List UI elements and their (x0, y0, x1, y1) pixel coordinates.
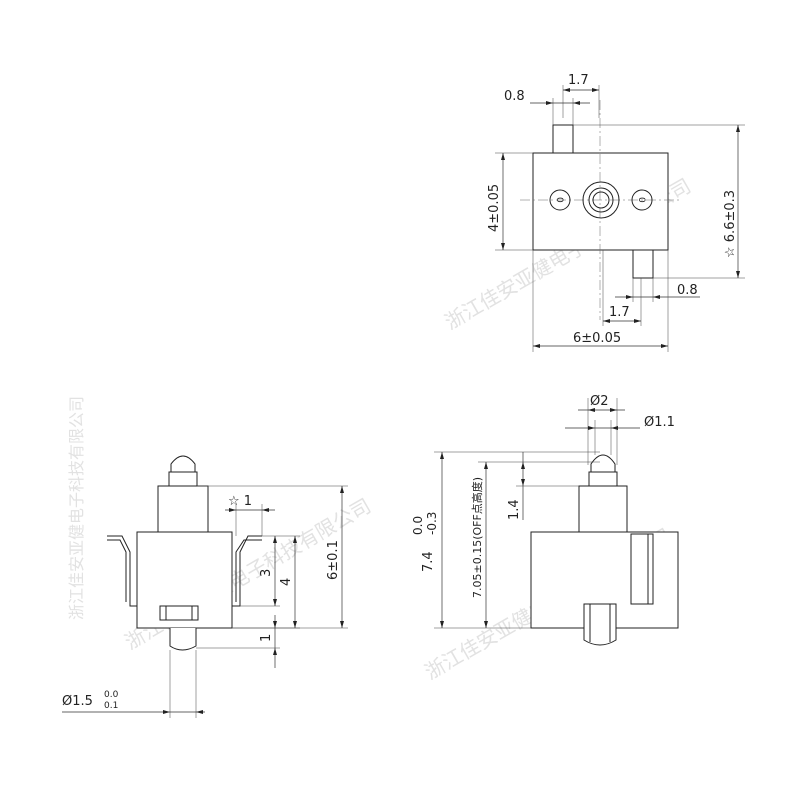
top-view-hole-left (549, 189, 571, 211)
front-view-dim-travel: 1.4 (507, 499, 522, 520)
side-view-dim-four: 4 (279, 578, 294, 586)
side-view-plunger-tip (170, 455, 196, 474)
top-view-pin-bottom (632, 249, 654, 279)
front-view-plunger-tip (590, 454, 616, 475)
top-view-dim-height-left: 4±0.05 (487, 184, 502, 232)
top-view-dim-pin-top: 0.8 (504, 89, 525, 104)
side-view-dim-lead-gap: ☆ 1 (228, 494, 252, 509)
front-view-dim-total-height: 7.4 (421, 551, 436, 572)
front-view-side-tab (630, 533, 654, 605)
top-view-dim-width-top: 1.7 (568, 73, 589, 88)
top-view-plunger-outer (582, 181, 620, 219)
top-view-hole-right-mark: 0 (636, 197, 646, 203)
top-view-dim-total-right: ☆ 6.6±0.3 (723, 190, 738, 258)
front-view-dim-off-height: 7.05±0.15(OFF点高度) (470, 477, 484, 598)
side-view-slot (159, 605, 199, 621)
side-view-dim-one: 1 (259, 634, 274, 642)
top-view-body (532, 152, 669, 251)
top-view-hole-right (631, 189, 653, 211)
side-view-dim-diameter: Ø1.5 (62, 694, 93, 709)
side-view-dim-diameter-tol-upper: 0.0 (104, 690, 119, 700)
top-view-plunger-mid (588, 187, 614, 213)
side-view-dim-six: 6±0.1 (326, 540, 341, 580)
top-view-plunger-inner (592, 191, 610, 209)
side-view-lead-right (232, 535, 262, 607)
side-view-bottom-pin (169, 628, 197, 651)
top-view: 0 0 1.7 0.8 4±0.05 ☆ 6.6±0.3 (487, 73, 745, 352)
top-view-dim-pin-bottom: 0.8 (677, 283, 698, 298)
front-view-dim-tip-dia: Ø1.1 (644, 415, 675, 430)
top-view-pin-top (552, 124, 574, 154)
side-view-body (136, 531, 233, 629)
side-view-dim-diameter-tol-lower: 0.1 (104, 701, 118, 711)
side-view: ☆ 1 3 4 6±0.1 1 Ø1.5 0.0 0. (62, 455, 348, 718)
top-view-hole-left-mark: 0 (554, 197, 564, 203)
front-view-dim-total-tol-upper: 0.0 (411, 516, 425, 535)
side-view-plunger-stem (157, 485, 209, 533)
side-view-lead-left (107, 535, 137, 607)
side-view-dim-three: 3 (259, 569, 274, 577)
front-view: Ø2 Ø1.1 7.4 0.0 -0.3 7.05±0.15(OFF点高度) 1… (411, 394, 679, 646)
top-view-dim-offset-bottom: 1.7 (609, 305, 630, 320)
watermark-left-edge: 浙江佳安亚健电子科技有限公司 (67, 396, 86, 620)
front-view-dim-total-tol-lower: -0.3 (425, 512, 439, 535)
front-view-dim-plunger-dia: Ø2 (590, 394, 609, 409)
front-view-bottom-pin (583, 603, 617, 646)
front-view-plunger-stem (578, 485, 628, 533)
top-view-dim-width-bottom: 6±0.05 (573, 331, 621, 346)
